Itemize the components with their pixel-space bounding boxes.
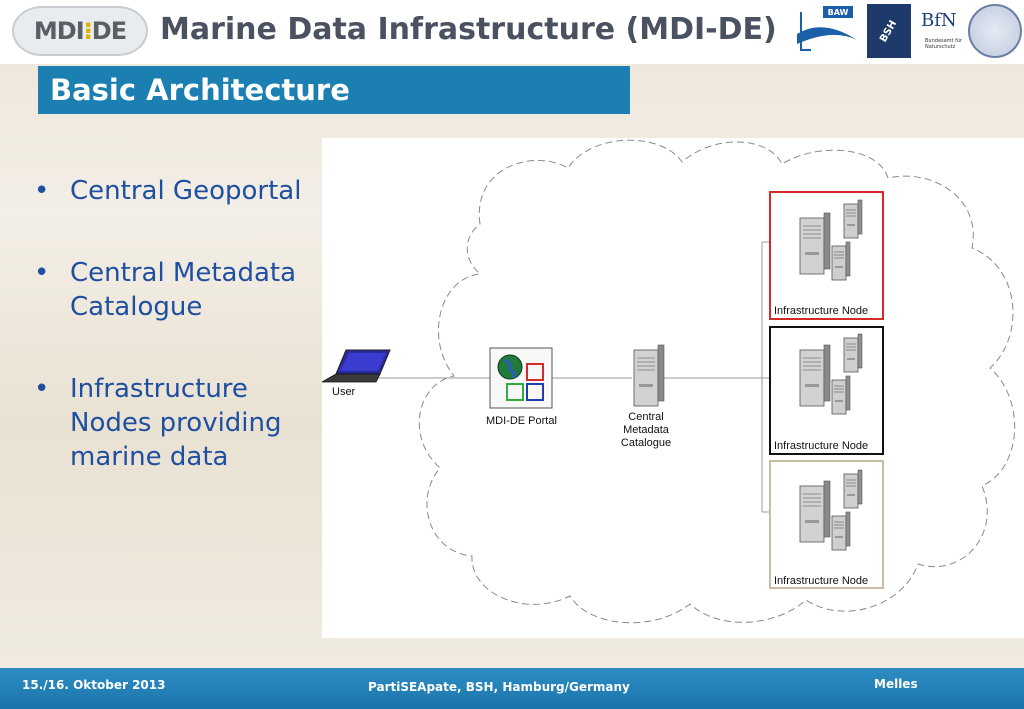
baw-logo-text: BAW <box>828 8 849 17</box>
infrastructure-node-box <box>769 191 884 320</box>
university-seal-logo <box>968 4 1022 58</box>
bfn-logo-subtext: Bundesamt für Naturschutz <box>925 38 963 50</box>
infrastructure-node-label: Infrastructure Node <box>774 575 869 587</box>
slide-footer: 15./16. Oktober 2013 PartiSEApate, BSH, … <box>0 668 1024 709</box>
node-server-icon <box>843 199 863 239</box>
bullet-item: Central Metadata Catalogue <box>30 256 320 324</box>
portal-label: MDI-DE Portal <box>486 415 557 427</box>
catalogue-server-icon <box>633 344 665 407</box>
user-label: User <box>332 386 356 398</box>
logo-text-left: MDI <box>33 17 85 45</box>
bullet-item: Infrastructure Nodes providing marine da… <box>30 372 320 474</box>
catalogue-label: Central Metadata Catalogue <box>610 411 682 450</box>
logo-separator-dot: ⁝ <box>83 17 93 45</box>
catalogue-label-line: Catalogue <box>620 437 672 449</box>
node-server-icon <box>799 480 831 543</box>
node-server-icon <box>799 344 831 407</box>
header-title: Marine Data Infrastructure (MDI-DE) <box>160 12 777 47</box>
infrastructure-node-label: Infrastructure Node <box>774 440 869 452</box>
infrastructure-node-box <box>769 326 884 455</box>
logo-text-right: DE <box>91 17 127 45</box>
catalogue-label-line: Metadata <box>623 424 669 436</box>
footer-date: 15./16. Oktober 2013 <box>22 678 166 692</box>
node-server-icon <box>843 333 863 373</box>
node-server-icon <box>831 241 851 281</box>
bsh-logo: BSH <box>867 4 911 58</box>
node-server-icon <box>843 469 863 509</box>
bullet-item: Central Geoportal <box>30 174 320 208</box>
portal-icon <box>489 347 553 409</box>
footer-event: PartiSEApate, BSH, Hamburg/Germany <box>368 680 630 694</box>
cloud-boundary <box>418 139 1016 624</box>
node-server-icon <box>799 212 831 275</box>
catalogue-label-line: Central <box>628 411 664 423</box>
bsh-logo-text: BSH <box>878 18 900 44</box>
baw-logo: BAW <box>793 4 863 58</box>
bfn-logo-text: BfN <box>921 10 957 31</box>
architecture-diagram: User MDI-DE Portal Central Metadata Cata… <box>322 138 1024 638</box>
slide-header: MDI⁝DE Marine Data Infrastructure (MDI-D… <box>0 0 1024 64</box>
diagram-canvas <box>322 139 1016 624</box>
node-server-icon <box>831 375 851 415</box>
node-server-icon <box>831 511 851 551</box>
mdi-de-logo: MDI⁝DE <box>12 6 148 56</box>
laptop-icon <box>322 349 391 383</box>
slide-title: Basic Architecture <box>38 66 630 114</box>
bullet-list: Central Geoportal Central Metadata Catal… <box>30 174 320 522</box>
infrastructure-node-box <box>769 460 884 589</box>
infrastructure-node-label: Infrastructure Node <box>774 305 869 317</box>
footer-author: Melles <box>874 677 918 691</box>
bfn-logo: BfN Bundesamt für Naturschutz <box>917 4 963 58</box>
